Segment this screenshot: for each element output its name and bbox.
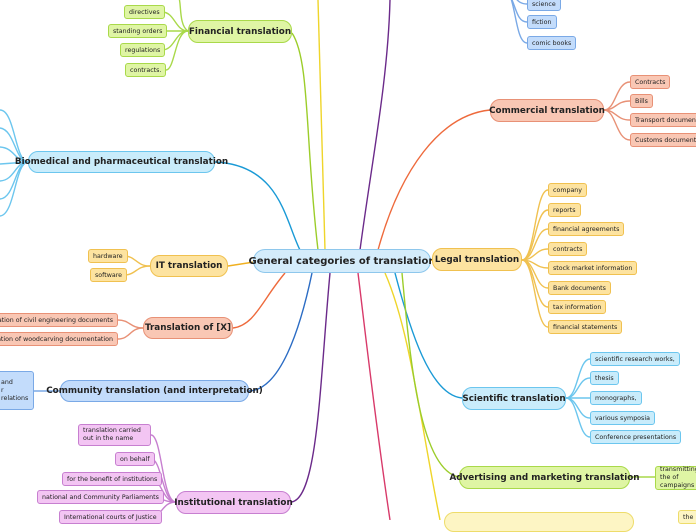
it-item-software[interactable]: software <box>90 268 128 282</box>
commercial-item-customs-documents[interactable]: Customs documents <box>630 133 696 147</box>
literary-item-science[interactable]: science <box>527 0 561 11</box>
commercial-item-bills[interactable]: Bills <box>630 94 653 108</box>
commercial-item-transport-documentation[interactable]: Transport documentation <box>630 113 696 127</box>
financial-item-contracts[interactable]: contracts. <box>125 63 167 77</box>
topic-scientific-translation[interactable]: Scientific translation <box>462 387 566 410</box>
legal-item-bank-documents[interactable]: Bank documents <box>548 281 611 295</box>
topic-biomedical-translation[interactable]: Biomedical and pharmaceutical translatio… <box>15 151 228 173</box>
legal-item-reports[interactable]: reports <box>548 203 581 217</box>
legal-item-financial-agreements[interactable]: financial agreements <box>548 222 625 236</box>
institutional-item-on-behalf[interactable]: on behalf <box>115 452 155 466</box>
legal-item-financial-statements[interactable]: financial statements <box>548 320 623 334</box>
topic-advertising-translation[interactable]: Advertising and marketing translation <box>449 466 640 489</box>
community-item-relations[interactable]: and r relations <box>0 371 34 410</box>
scientific-item-thesis[interactable]: thesis <box>590 371 619 385</box>
bottom-item-the[interactable]: the <box>678 510 696 524</box>
legal-item-stock-market-information[interactable]: stock market information <box>548 261 638 275</box>
legal-item-tax-information[interactable]: tax information <box>548 300 607 314</box>
financial-item-standing-orders[interactable]: standing orders <box>108 24 168 38</box>
scientific-item-research-works[interactable]: scientific research works, <box>590 352 680 366</box>
it-item-hardware[interactable]: hardware <box>88 249 128 263</box>
topic-legal-translation[interactable]: Legal translation <box>432 248 522 271</box>
topic-financial-translation[interactable]: Financial translation <box>188 20 292 43</box>
literary-item-comic-books[interactable]: comic books <box>527 36 577 50</box>
literary-item-fiction[interactable]: fiction <box>527 15 557 29</box>
scientific-item-monographs[interactable]: monographs, <box>590 391 642 405</box>
topic-commercial-translation[interactable]: Commercial translation <box>489 99 605 122</box>
institutional-item-parliaments[interactable]: national and Community Parliaments <box>37 490 164 504</box>
financial-item-directives[interactable]: directives <box>124 5 165 19</box>
connector-lines <box>0 0 655 520</box>
commercial-item-contracts[interactable]: Contracts <box>630 75 671 89</box>
topic-institutional-translation[interactable]: Institutional translation <box>174 491 293 514</box>
scientific-item-symposia[interactable]: various symposia <box>590 411 655 425</box>
topic-bottom-partial[interactable] <box>444 512 634 532</box>
topic-it-translation[interactable]: IT translation <box>150 255 228 277</box>
institutional-item-courts[interactable]: International courts of Justice <box>59 510 162 524</box>
advertising-item-campaigns[interactable]: transmitting the of campaigns <box>655 466 696 490</box>
legal-item-company[interactable]: company <box>548 183 588 197</box>
topic-translation-of-x[interactable]: Translation of [X] <box>143 317 233 339</box>
institutional-item-name[interactable]: translation carried out in the name <box>78 424 151 446</box>
topic-community-translation[interactable]: Community translation (and interpretatio… <box>46 380 263 402</box>
translation-of-item-civil-engineering[interactable]: translation of civil engineering documen… <box>0 313 118 327</box>
translation-of-item-woodcarving[interactable]: translation of woodcarving documentation <box>0 332 118 346</box>
institutional-item-institutions[interactable]: for the benefit of institutions <box>62 472 163 486</box>
financial-item-regulations[interactable]: regulations <box>120 43 166 57</box>
central-topic[interactable]: General categories of translation <box>249 249 435 273</box>
scientific-item-conference-presentations[interactable]: Conference presentations <box>590 430 682 444</box>
legal-item-contracts[interactable]: contracts <box>548 242 588 256</box>
